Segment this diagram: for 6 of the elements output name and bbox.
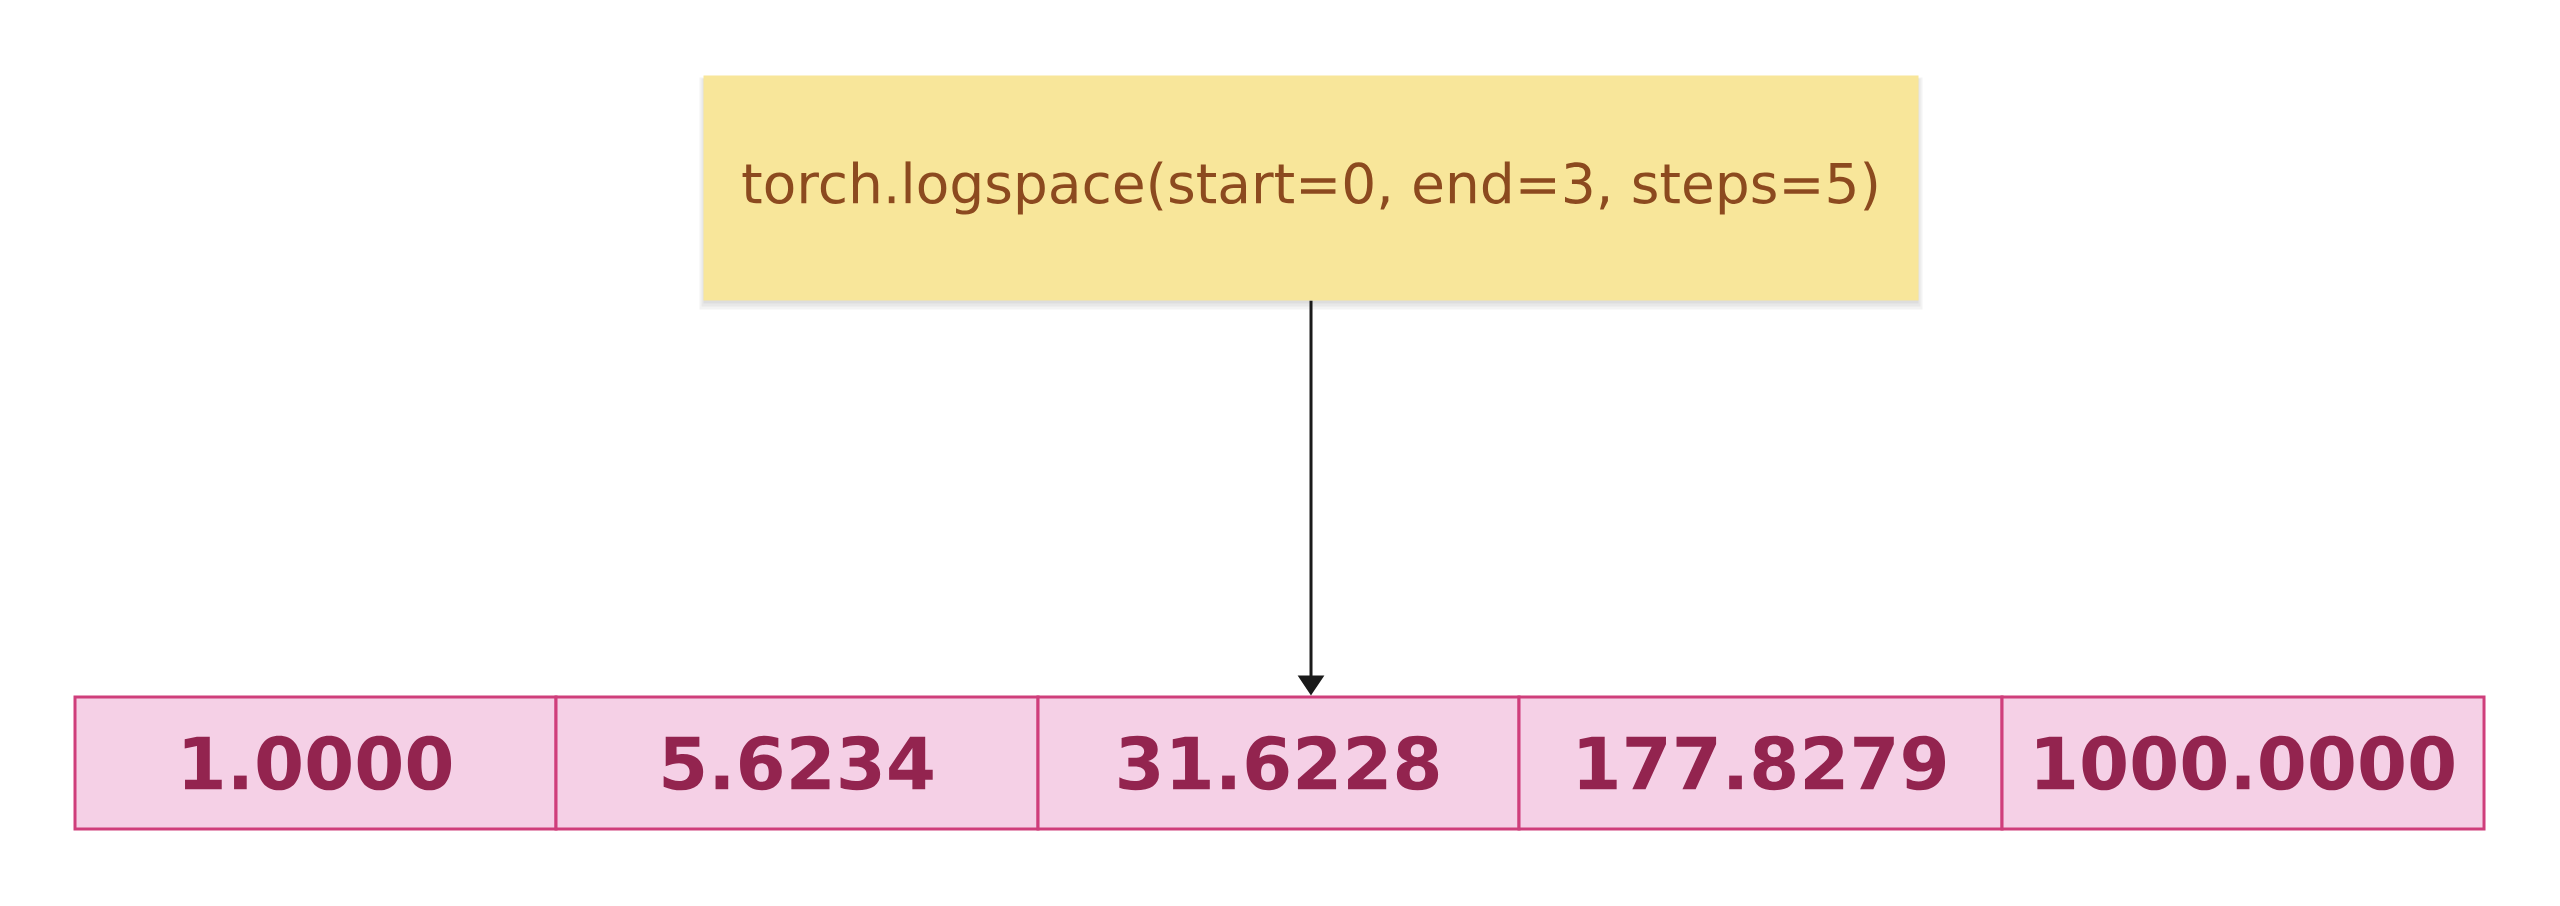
call-box: torch.logspace(start=0, end=3, steps=5) <box>699 75 1923 310</box>
value-cell: 1000.0000 <box>2000 695 2486 831</box>
value-cell: 5.6234 <box>554 695 1040 831</box>
value-cell: 31.6228 <box>1036 695 1521 831</box>
value-cell: 1.0000 <box>73 695 558 831</box>
value-cell: 177.8279 <box>1517 695 2004 831</box>
